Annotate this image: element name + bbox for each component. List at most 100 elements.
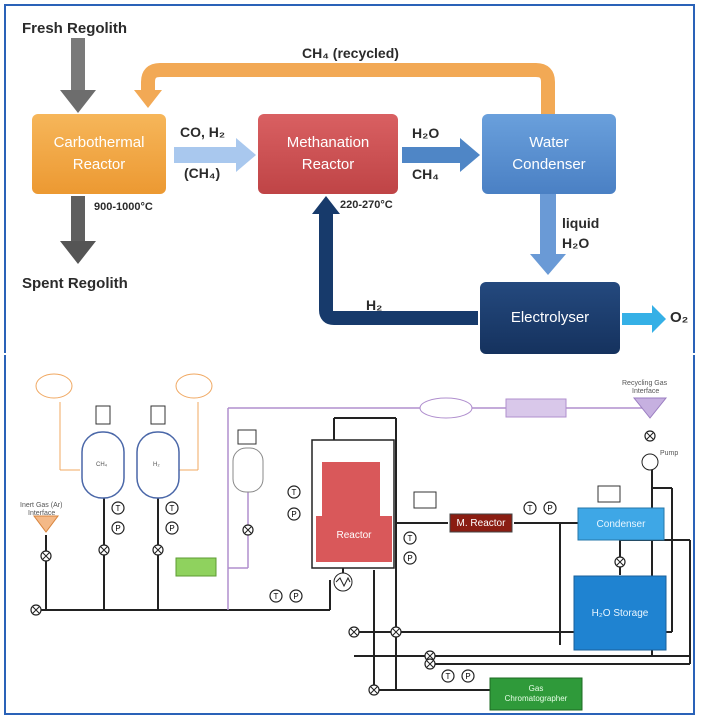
valve-icon	[424, 658, 436, 670]
pump-label: Pump	[660, 450, 679, 457]
inert-gas-interface-icon	[33, 515, 59, 533]
methanation-temp-label: 220-270°C	[340, 199, 393, 211]
ch4-drum-icon	[95, 405, 111, 425]
pressure-gauge-icon: P	[289, 589, 303, 603]
temperature-gauge-icon: T	[441, 669, 455, 683]
bottom-panel-frame	[4, 355, 695, 715]
water-label-line1: Water	[529, 133, 569, 151]
recycling-gas-label-2: Interface	[632, 388, 660, 395]
h2-return-arrow	[312, 196, 478, 325]
ch4-recycled-arrow	[134, 63, 555, 116]
carbothermal-label-line1: Carbothermal	[53, 133, 145, 151]
temperature-gauge-icon: T	[269, 589, 283, 603]
reactor-body	[316, 462, 392, 562]
h2o-label: H₂O	[412, 125, 440, 141]
condenser-box	[577, 507, 665, 541]
co-h2-arrow	[174, 138, 256, 172]
gauge-t-label: T	[170, 504, 175, 513]
temperature-gauge-icon: T	[523, 501, 537, 515]
gauge-p-label: P	[115, 524, 120, 533]
gauge-p-label: P	[169, 524, 174, 533]
electrolyser-label: Electrolyser	[510, 308, 590, 326]
gauge-p-label: P	[547, 504, 552, 513]
ch4-tank	[81, 431, 125, 499]
valve-icon	[30, 604, 42, 616]
water-label-line2: Condenser	[512, 156, 586, 173]
reactor-label: Reactor	[336, 529, 372, 541]
m-reactor-label: M. Reactor	[456, 517, 506, 529]
tank-label-lines	[59, 402, 199, 471]
temperature-gauge-icon: T	[403, 531, 417, 545]
gauge-p-label: P	[291, 510, 296, 519]
gauge-t-label: T	[116, 504, 121, 513]
ch4-tank-label: CH₄	[96, 462, 108, 468]
h2o-drum-icon	[237, 429, 257, 445]
inert-gas-label-2: Interface	[28, 510, 56, 517]
spent-regolith-arrow	[60, 196, 96, 264]
spent-regolith-label: Spent Regolith	[22, 275, 128, 292]
pressure-gauge-icon: P	[165, 521, 179, 535]
mfc-box	[175, 557, 217, 577]
ch4-label: CH₄	[412, 166, 439, 182]
pressure-gauge-icon: P	[403, 551, 417, 565]
valve-icon	[368, 684, 380, 696]
inert-gas-label-1: Inert Gas (Ar)	[20, 502, 63, 509]
liquid-h2o-arrow	[530, 194, 566, 275]
co-h2-label: CO, H₂	[180, 124, 226, 140]
carbothermal-label-line2: Reactor	[72, 156, 126, 173]
valve-icon	[152, 544, 164, 556]
gauge-t-label: T	[408, 534, 413, 543]
pressure-label-left	[35, 373, 73, 399]
pressure-gauge-icon: P	[461, 669, 475, 683]
pressure-gauge-icon: P	[287, 507, 301, 521]
valve-icon	[98, 544, 110, 556]
h2-tank	[136, 431, 180, 499]
h2o-ch4-arrow	[402, 138, 480, 172]
valve-icon	[614, 556, 626, 568]
heat-exchanger-icon	[333, 572, 353, 592]
m-reactor-box	[449, 513, 513, 533]
methanation-label-line2: Reactor	[301, 156, 355, 173]
valve-icon	[40, 550, 52, 562]
gc-label-line1: Gas	[528, 684, 544, 694]
valve-group	[30, 430, 656, 696]
o2-label: O₂	[670, 309, 689, 326]
fan-icon	[413, 485, 621, 509]
gc-label-line2: Chromatographer	[504, 694, 568, 703]
h2-label: H₂	[366, 297, 383, 313]
temperature-gauge-icon: T	[287, 485, 301, 499]
temperature-gauge-icon: T	[165, 501, 179, 515]
recycling-gas-interface-icon	[632, 397, 668, 419]
fresh-regolith-label: Fresh Regolith	[22, 20, 128, 37]
gauge-p-label: P	[465, 672, 470, 681]
ch4-paren-label: (CH₄)	[184, 165, 221, 181]
fresh-regolith-arrow	[60, 38, 96, 113]
h2o-tank	[232, 447, 264, 493]
gauge-t-label: T	[274, 592, 279, 601]
valve-icon	[390, 626, 402, 638]
gauge-t-label: T	[292, 488, 297, 497]
top-panel-frame	[4, 4, 695, 353]
o2-arrow	[622, 305, 666, 333]
valve-icon	[644, 430, 656, 442]
condenser-label: Condenser	[596, 518, 646, 530]
h2-drum-icon	[150, 405, 166, 425]
gauge-t-label: T	[446, 672, 451, 681]
gas-chromatographer-box	[489, 677, 583, 711]
liquid-label: liquid	[562, 215, 600, 231]
carbothermal-temp-label: 900-1000°C	[94, 201, 153, 213]
pressure-label-right	[175, 373, 213, 399]
valve-icon	[348, 626, 360, 638]
recycling-separator	[505, 398, 567, 418]
pressure-gauge-icon: P	[543, 501, 557, 515]
h2o-storage-box	[573, 575, 667, 651]
recycling-gas-unit	[419, 397, 473, 419]
recycling-gas-label-1: Recycling Gas	[622, 380, 668, 387]
electrolyser-box: Electrolyser	[480, 282, 620, 354]
pressure-gauge-icon: P	[111, 521, 125, 535]
valve-icon	[242, 524, 254, 536]
